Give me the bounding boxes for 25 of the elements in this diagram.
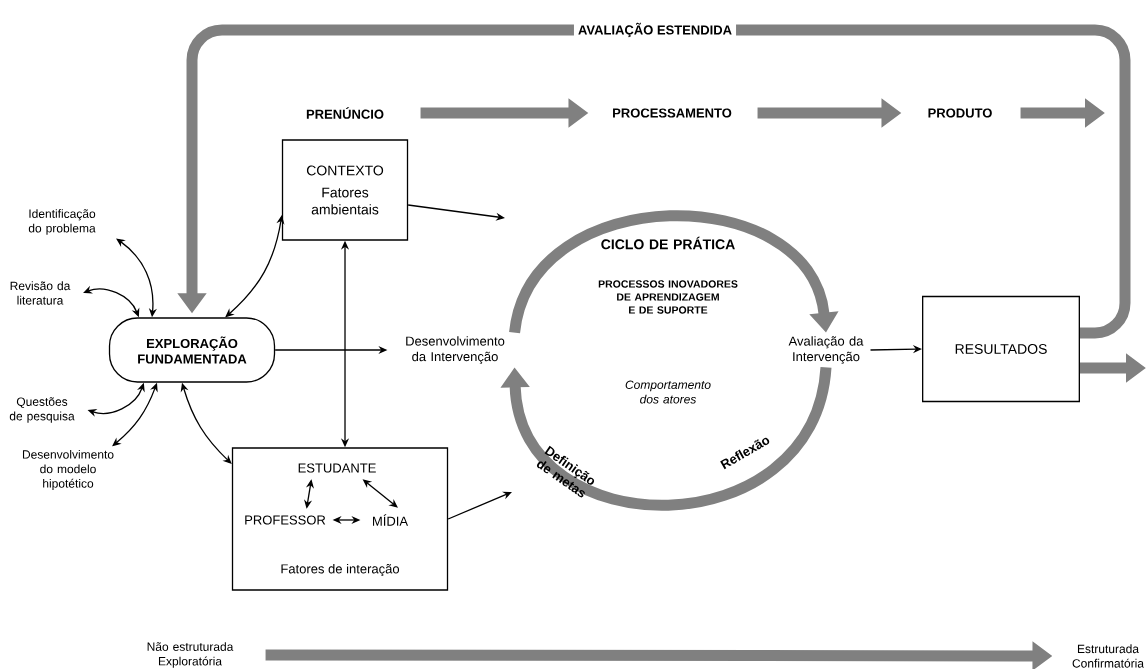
cycle-title: CICLO DE PRÁTICA <box>601 236 735 250</box>
node-text: Não estruturada Exploratória <box>147 642 234 668</box>
edge-label: AVALIAÇÃO ESTENDIDA <box>573 18 737 42</box>
node-text: PROFESSOR <box>245 515 326 525</box>
arrow <box>407 204 505 221</box>
arrow <box>447 491 512 520</box>
node-text: PRODUTO <box>928 108 992 118</box>
node-text: Avaliação da Intervenção <box>788 336 864 364</box>
node-text: Estruturada Confirmatória <box>1072 644 1144 668</box>
arrow <box>500 366 832 511</box>
process-box: CONTEXTO Fatores ambientais <box>281 139 409 241</box>
node-text: Desenvolvimento da Intervenção <box>406 336 505 364</box>
arrow <box>509 210 839 334</box>
note-text: Comportamento dos atores <box>625 380 711 404</box>
node-text: Identificação do problema <box>28 209 96 235</box>
node-text: Desenvolvimento do modelo hipotético <box>23 449 114 491</box>
note-text: PROCESSOS INOVADORES DE APRENDIZAGEM E DE SUPORTE <box>598 280 738 314</box>
node-text: ESTUDANTE <box>298 463 376 473</box>
node-text: MÍDIA <box>373 514 409 526</box>
node-text: PROCESSAMENTO <box>613 108 732 118</box>
node-text: Questões de pesquisa <box>9 397 75 423</box>
process-box: RESULTADOS <box>922 295 1080 403</box>
rounded-box: EXPLORAÇÃO FUNDAMENTADA <box>108 317 276 383</box>
node-text: Revisão da literatura <box>10 281 71 305</box>
node-text: PRENÚNCIO <box>306 107 384 119</box>
